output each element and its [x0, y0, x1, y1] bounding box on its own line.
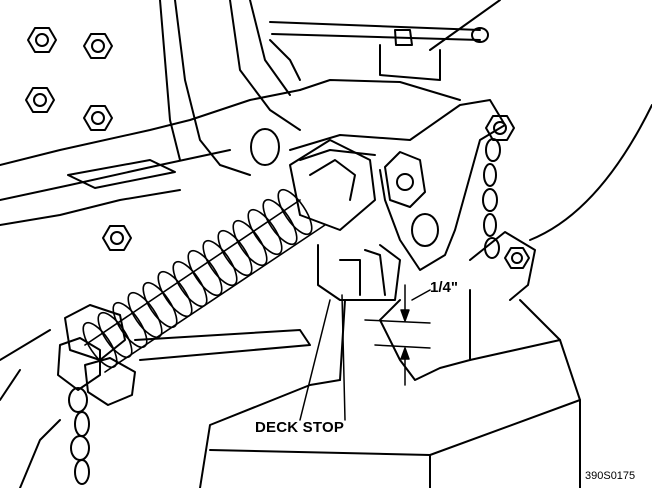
top-linkage [269, 0, 501, 101]
deck-housing [199, 289, 581, 488]
bolt-icon [27, 27, 57, 53]
pivot-bracket [250, 99, 515, 271]
bolt-icon [25, 87, 55, 113]
cable [529, 104, 652, 241]
lower-right-bracket [469, 231, 536, 301]
figure-id: 390S0175 [585, 470, 636, 482]
deck-stop-block [317, 244, 401, 301]
deck-stop-label: DECK STOP [255, 419, 345, 436]
spring [82, 188, 326, 373]
dimension-marks [364, 284, 431, 386]
bolt-icon [102, 225, 132, 251]
lower-left-frame [0, 329, 311, 488]
bolt-icon [504, 247, 530, 269]
rod-end [57, 304, 136, 406]
frame-plate [0, 0, 301, 226]
clearance-dimension-label: 1/4" [430, 279, 458, 296]
frame-bolts [25, 27, 132, 251]
bolt-icon [83, 105, 113, 131]
chain-right [482, 138, 501, 259]
pivot-bolt-icon [384, 151, 426, 208]
chain-left [68, 387, 90, 485]
spring-cap [289, 139, 376, 231]
deck-stop-leaders [299, 294, 346, 421]
bolt-icon [83, 33, 113, 59]
